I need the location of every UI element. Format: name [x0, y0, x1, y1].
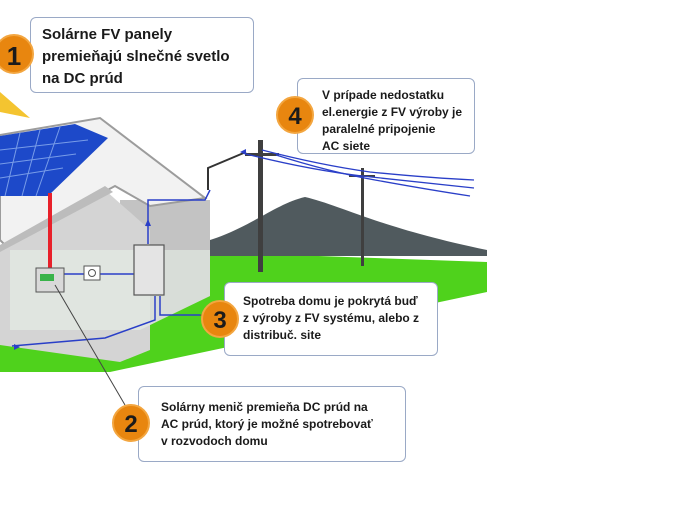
- callout-step-1: Solárne FV panely premieňajú slnečné sve…: [30, 17, 254, 93]
- solar-panel-grid: [0, 126, 89, 197]
- service-drop: [207, 151, 247, 190]
- callout-step-3: Spotreba domu je pokrytá buď z výroby z …: [224, 282, 438, 356]
- power-lines: [245, 149, 475, 197]
- callout-3-text: Spotreba domu je pokrytá buď z výroby z …: [243, 294, 420, 342]
- roof-edge: [0, 186, 113, 252]
- electricity-meter: [83, 265, 101, 281]
- callout-2-pointer: [54, 284, 126, 406]
- callout-1-text: Solárne FV panely premieňajú slnečné sve…: [42, 26, 230, 87]
- step-4-badge: 4: [276, 96, 314, 134]
- sun-rays: [0, 92, 30, 118]
- callout-step-2: Solárny menič premieňa DC prúd na AC prú…: [138, 386, 406, 462]
- callout-2-text: Solárny menič premieňa DC prúd na AC prú…: [161, 400, 373, 448]
- step-3-badge: 3: [201, 300, 239, 338]
- callout-4-text: V prípade nedostatku el.energie z FV výr…: [322, 88, 463, 153]
- ac-wiring: [11, 189, 211, 347]
- power-line-arrows: [14, 149, 246, 350]
- callout-step-4: V prípade nedostatku el.energie z FV výr…: [297, 78, 475, 154]
- mountain: [180, 197, 487, 256]
- inverter-display: [40, 274, 54, 281]
- distribution-board: [133, 244, 165, 296]
- step-1-badge: 1: [0, 34, 34, 74]
- step-2-badge: 2: [112, 404, 150, 442]
